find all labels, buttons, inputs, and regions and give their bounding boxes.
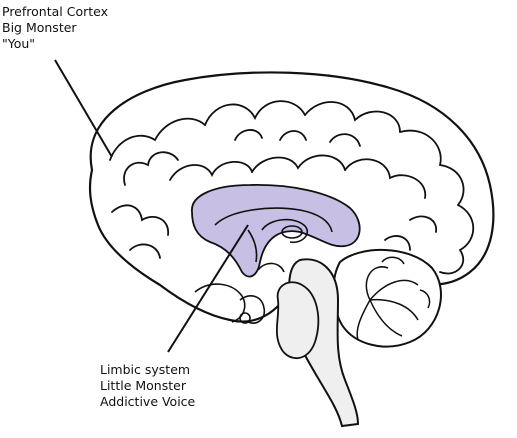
- pons: [275, 281, 320, 359]
- cerebellum-folia: [356, 256, 431, 341]
- limbic-line-1: Limbic system: [100, 362, 191, 377]
- limbic-line-2: Little Monster: [100, 378, 186, 393]
- prefrontal-line-3: "You": [2, 36, 36, 51]
- cerebellum: [332, 248, 442, 348]
- limbic-label: Limbic system Little Monster Addictive V…: [100, 362, 195, 410]
- pointer-prefrontal: [54, 59, 113, 158]
- pointer-limbic: [167, 224, 249, 353]
- limbic-inner-structures: [214, 207, 333, 263]
- prefrontal-label: Prefrontal Cortex Big Monster "You": [2, 4, 108, 52]
- prefrontal-line-1: Prefrontal Cortex: [2, 4, 108, 19]
- prefrontal-line-2: Big Monster: [2, 20, 77, 35]
- limbic-line-3: Addictive Voice: [100, 394, 196, 409]
- gyri-folds: [109, 100, 475, 275]
